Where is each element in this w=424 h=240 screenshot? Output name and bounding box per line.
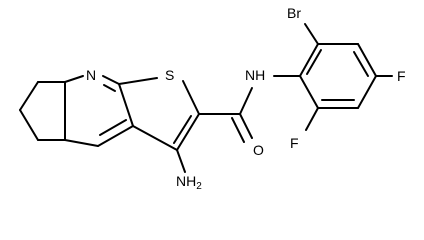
bond-th3: [176, 113, 200, 151]
atom-f-ortho: F: [290, 135, 299, 151]
bond-co-2: [231, 117, 245, 143]
bond-py2: [102, 75, 120, 85]
atom-n-ring: N: [86, 67, 96, 83]
bond-py1: [64, 75, 84, 83]
amino-label: NH: [176, 173, 196, 189]
atom-s-ring: S: [165, 67, 174, 83]
bond-ph3: [357, 43, 377, 77]
bond-f-ortho: [305, 107, 319, 131]
bond-br: [304, 23, 319, 45]
bond-py3: [118, 83, 134, 127]
bond-th4: [132, 125, 178, 151]
atom-br: Br: [287, 5, 301, 21]
bonds: [19, 23, 393, 173]
bond-py2-inner: [103, 84, 116, 92]
bond-c-nh: [239, 87, 253, 115]
bond-th2: [182, 80, 200, 115]
bond-ph4: [357, 75, 377, 109]
atom-amino: NH2: [176, 173, 202, 192]
bond-py4-inner: [99, 119, 127, 136]
bond-th1: [118, 77, 158, 85]
atom-o-carbonyl: O: [253, 142, 264, 158]
bond-ph6: [299, 75, 319, 109]
atom-labels: N S NH O Br F F NH2: [86, 5, 406, 192]
bond-cp2: [19, 81, 39, 111]
bond-py5: [64, 139, 99, 147]
bond-ph3-inner: [353, 51, 369, 77]
bond-ph1-inner: [306, 49, 322, 75]
bond-py4: [97, 125, 134, 147]
atom-nh-amide: NH: [245, 67, 265, 83]
amino-subscript: 2: [196, 181, 202, 192]
bond-amino: [176, 149, 186, 173]
bond-th3-inner: [173, 115, 192, 144]
bond-co-1: [239, 113, 253, 139]
bond-ph1: [299, 43, 319, 77]
structure-diagram: N S NH O Br F F NH2: [19, 5, 406, 192]
bond-cp3: [19, 109, 39, 141]
atom-f-para: F: [397, 68, 406, 84]
